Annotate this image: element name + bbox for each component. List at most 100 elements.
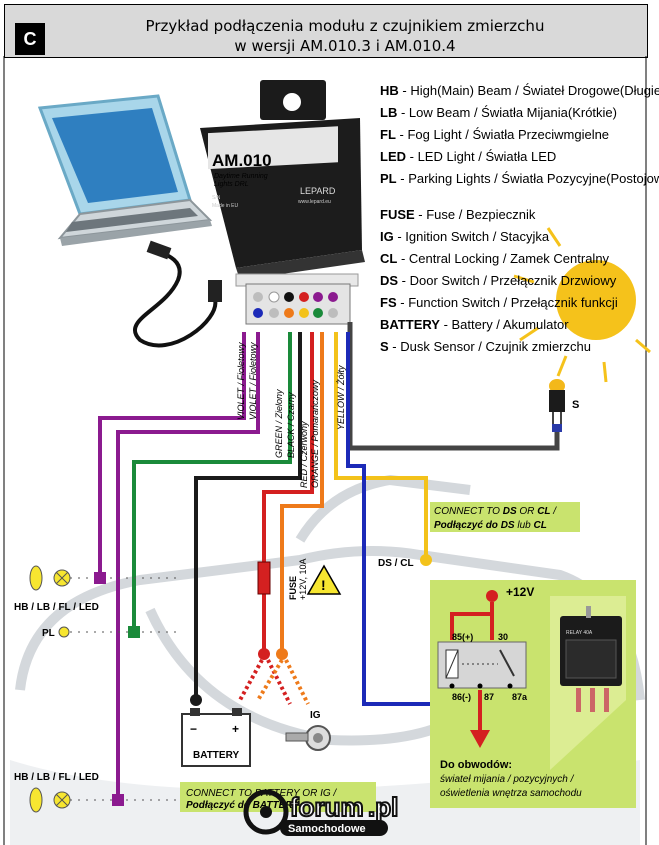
orange-dashed-lead <box>256 658 284 702</box>
plus12-terminal <box>486 590 498 602</box>
connect-ds-line-1: CONNECT TO DS OR CL / <box>434 506 557 517</box>
legend-code: FUSE <box>380 207 415 222</box>
legend-separator: - <box>397 251 409 266</box>
legend-item-ds: DS - Door Switch / Przełącznik Drzwiowy <box>380 270 659 292</box>
legend-text: Ignition Switch / Stacyjka <box>405 229 550 244</box>
module-subtitle-1: Daytime Running <box>214 173 268 180</box>
fuse-icon <box>257 561 271 595</box>
circuits-line-2: oświetlenia wnętrza samochodu <box>440 788 582 799</box>
legend-item-led: LED - LED Light / Światła LED <box>380 146 659 168</box>
legend-separator: - <box>406 149 418 164</box>
relay-switch <box>499 649 515 677</box>
pin-green <box>313 308 323 318</box>
usb-plug-module <box>208 280 222 302</box>
connector-pins <box>253 291 338 318</box>
relay-pin-86: 86(-) <box>452 692 471 702</box>
header-bar: C Przykład podłączenia modułu z czujniki… <box>4 4 648 58</box>
plus12-to-85 <box>450 602 494 640</box>
warning-icon <box>306 564 342 595</box>
lamp-group-top <box>29 565 180 591</box>
legend-item-fuse: FUSE - Fuse / Bezpiecznik <box>380 204 659 226</box>
legend-code: FS <box>380 295 397 310</box>
legend: HB - High(Main) Beam / Świateł Drogowe(D… <box>380 80 659 358</box>
relay-photo-label: RELAY 40A <box>566 630 593 636</box>
module-sn: S/N <box>212 195 221 201</box>
legend-code: IG <box>380 229 394 244</box>
wire-label-red: RED / Czerwony <box>299 421 309 488</box>
relay-pin-30: 30 <box>498 632 508 642</box>
legend-text: Low Beam / Światła Mijania(Krótkie) <box>408 105 617 120</box>
legend-item-ig: IG - Ignition Switch / Stacyjka <box>380 226 659 248</box>
pin-black <box>284 292 294 302</box>
dusk-sensor-icon <box>549 379 565 432</box>
lamps-bottom-label: HB / LB / FL / LED <box>14 772 99 783</box>
pin-violet-2 <box>328 292 338 302</box>
module-model: AM.010 <box>212 151 272 170</box>
forum-watermark-logo: forum .pl Samochodowe <box>243 789 399 836</box>
module-subtitle-2: Lights DRL <box>214 181 249 188</box>
violet-junction-bottom <box>112 794 124 806</box>
pin-white <box>268 291 280 303</box>
svg-text:−: − <box>190 722 197 736</box>
connect-ds-line-2: Podłączyć do DS lub CL <box>434 520 547 531</box>
green-junction <box>128 626 140 638</box>
violet-wire-2 <box>116 332 260 800</box>
legend-text: Door Switch / Przełącznik Drzwiowy <box>409 273 617 288</box>
wire-label-violet-2: VIOLET / Fioletowy <box>248 342 258 420</box>
wire-label-green: GREEN / Zielony <box>274 389 284 458</box>
legend-item-s: S - Dusk Sensor / Czujnik zmierzchu <box>380 336 659 358</box>
orange-terminal-dot <box>276 648 288 660</box>
page-title: Przykład podłączenia modułu z czujnikiem… <box>65 16 625 56</box>
module-url: www.lepard.eu <box>298 199 331 205</box>
violet-junction-top <box>94 572 106 584</box>
legend-separator: - <box>396 171 409 186</box>
legend-separator: - <box>398 273 410 288</box>
ds-cl-terminal <box>420 554 432 566</box>
orange-wire <box>280 332 324 650</box>
lamps-top-label: HB / LB / FL / LED <box>14 602 99 613</box>
plus12-label: +12V <box>506 585 534 599</box>
relay-photo-icon <box>560 606 622 712</box>
legend-text: Dusk Sensor / Czujnik zmierzchu <box>400 339 591 354</box>
legend-separator: - <box>393 229 406 244</box>
laptop-icon <box>37 94 213 246</box>
module-brand: LEPARD <box>300 186 336 196</box>
legend-item-lb: LB - Low Beam / Światła Mijania(Krótkie) <box>380 102 659 124</box>
relay-pin-87a: 87a <box>512 692 528 702</box>
legend-text: Parking Lights / Światła Pozycyjne(Posto… <box>408 171 659 186</box>
legend-group-1: HB - High(Main) Beam / Świateł Drogowe(D… <box>380 80 659 190</box>
legend-separator: - <box>396 295 409 310</box>
fuse-label-2: +12V, 10A <box>298 559 308 600</box>
connector <box>245 283 351 325</box>
pin-empty-3 <box>328 308 338 318</box>
legend-separator: - <box>398 83 411 98</box>
wire-label-violet-1: VIOLET / Fioletowy <box>236 342 246 420</box>
pl-bulb-icon <box>58 626 70 638</box>
violet-wire-1 <box>98 332 246 580</box>
legend-item-battery: BATTERY - Battery / Akumulator <box>380 314 659 336</box>
drl-module: AM.010 Daytime Running Lights DRL S/N Ma… <box>200 80 365 280</box>
legend-code: LED <box>380 149 406 164</box>
legend-text: LED Light / Światła LED <box>417 149 557 164</box>
pin-empty-2 <box>269 308 279 318</box>
red-terminal-dot <box>258 648 270 660</box>
svg-text:+: + <box>232 722 239 736</box>
connect-ds-box <box>430 502 580 532</box>
circuits-line-1: świateł mijania / pozycyjnych / <box>440 774 575 785</box>
legend-separator: - <box>439 317 452 332</box>
legend-code: CL <box>380 251 398 266</box>
legend-item-cl: CL - Central Locking / Zamek Centralny <box>380 248 659 270</box>
sensor-label: S <box>572 399 579 411</box>
legend-code: HB <box>380 83 399 98</box>
legend-item-fs: FS - Function Switch / Przełącznik funkc… <box>380 292 659 314</box>
pin-red <box>299 292 309 302</box>
pl-label: PL <box>42 628 55 639</box>
warning-icon-mark: ! <box>321 577 326 593</box>
pin-empty <box>253 292 263 302</box>
black-terminal-dot <box>190 694 202 706</box>
relay-pin-87: 87 <box>484 692 494 702</box>
battery-icon: − + <box>181 708 251 767</box>
pin-blue <box>253 308 263 318</box>
